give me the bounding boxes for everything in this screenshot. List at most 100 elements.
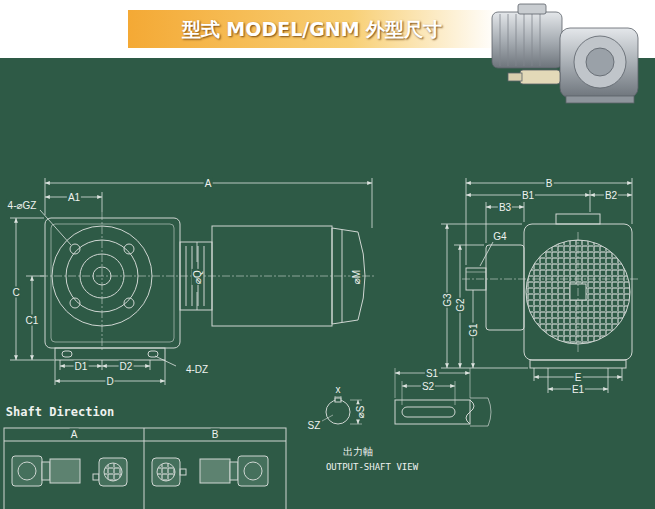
view-caption: 出力軸 — [342, 446, 374, 458]
product-photo-part — [508, 73, 522, 81]
shaft-direction-table — [4, 428, 286, 509]
side-dimension-lines — [441, 178, 632, 393]
side-dimension-lines-part — [454, 245, 484, 246]
dimension-label: G2 — [455, 297, 466, 312]
output-shaft-drawing-part — [335, 398, 341, 402]
product-photo-part — [574, 36, 626, 88]
dimension-label: A1 — [67, 192, 81, 203]
output-shaft-drawing-part — [470, 398, 491, 426]
shaft-direction-table-part — [157, 463, 175, 481]
gearbox-front-view-part — [186, 246, 187, 306]
diameter-label: ⌀S — [355, 405, 366, 420]
output-shaft-drawing-part — [350, 424, 362, 425]
gearbox-side-view-part — [462, 279, 640, 280]
table-cell: A — [70, 429, 79, 440]
dimension-label: G3 — [442, 292, 453, 307]
gearbox-side-view-part — [556, 214, 600, 224]
dimension-lines-part — [197, 242, 198, 262]
gearbox-front-view-part — [70, 244, 80, 254]
dimension-label: E — [574, 372, 583, 383]
output-shaft-drawing-part — [326, 400, 350, 424]
gearbox-front-view-part — [124, 298, 134, 308]
dimension-label: A — [204, 178, 213, 189]
diameter-label: ⌀Q — [192, 269, 203, 285]
table-cell: B — [211, 429, 220, 440]
side-dimension-lines-part — [466, 178, 467, 265]
side-dimension-lines-part — [480, 242, 493, 266]
dimension-label: x — [335, 384, 342, 395]
shaft-direction-table-part — [18, 462, 36, 480]
side-dimension-lines-part — [622, 368, 623, 381]
dimension-lines-part — [197, 292, 198, 310]
product-photo-part — [500, 14, 501, 66]
product-photo-part — [518, 4, 546, 14]
dimension-label: D2 — [119, 361, 134, 372]
shaft-direction-table-part — [93, 474, 99, 480]
dimension-lines-part — [150, 360, 151, 370]
product-photo-part — [532, 14, 533, 66]
gearbox-front-view-part — [40, 276, 376, 277]
output-shaft-drawing-part — [455, 381, 456, 405]
output-shaft-drawing-part — [470, 368, 471, 398]
output-shaft-drawing-part — [402, 407, 455, 417]
dimension-label: SZ — [307, 420, 322, 431]
page-ground-part — [0, 58, 655, 509]
output-shaft-drawing-part — [466, 400, 474, 424]
page-ground-part — [128, 10, 498, 48]
product-photo — [492, 4, 638, 103]
dimension-label: S1 — [425, 368, 439, 379]
output-shaft-drawing-part — [395, 368, 396, 398]
side-dimension-lines-part — [632, 178, 633, 224]
dimension-label: C1 — [25, 315, 40, 326]
dimension-label: G1 — [468, 322, 479, 337]
dimension-lines-part — [10, 218, 44, 219]
gearbox-side-view-part — [466, 272, 486, 273]
gearbox-front-view-part — [180, 242, 212, 310]
output-shaft-drawing-part — [395, 400, 470, 424]
gearbox-side-view-part — [486, 245, 524, 330]
shaft-direction-table-part — [4, 428, 286, 509]
output-shaft-drawing-part — [402, 381, 403, 405]
gearbox-front-view — [40, 212, 376, 360]
dimension-label: S2 — [421, 381, 435, 392]
side-dimension-lines-part — [524, 202, 525, 222]
gearbox-side-view — [462, 214, 640, 368]
side-dimension-lines-part — [486, 202, 487, 243]
gearbox-front-view-part — [45, 218, 180, 348]
gearbox-front-view-part — [148, 351, 158, 357]
side-dimension-lines-part — [590, 190, 591, 212]
shaft-direction-table-part — [180, 469, 186, 475]
shaft-direction-table-part — [152, 458, 180, 486]
hole-callout: 4-⌀GZ — [7, 200, 38, 211]
product-photo-part — [492, 12, 562, 68]
shaft-direction-table-part — [238, 456, 268, 486]
gearbox-front-view-part — [51, 224, 174, 342]
dimension-lines-part — [155, 356, 176, 366]
gearbox-side-view-part — [578, 232, 579, 352]
dimension-label: B1 — [521, 190, 535, 201]
gearbox-front-view-part — [70, 298, 80, 308]
gearbox-front-view-part — [212, 226, 332, 326]
gearbox-front-view-part — [204, 246, 205, 306]
gearbox-front-view-part — [124, 244, 134, 254]
shaft-direction-table-part — [12, 456, 42, 486]
dimension-lines-part — [60, 360, 61, 370]
dimension-lines-part — [102, 360, 103, 370]
shaft-direction-table-part — [144, 428, 145, 509]
dimension-lines-part — [372, 178, 373, 228]
dimension-label: C — [11, 287, 20, 298]
dimension-label: D1 — [74, 361, 89, 372]
side-dimension-lines-part — [441, 224, 522, 225]
view-caption: OUTPUT-SHAFT VIEW — [325, 462, 419, 473]
product-photo-part — [566, 96, 634, 103]
dimension-label: B — [545, 178, 554, 189]
section-heading: Shaft Direction — [5, 405, 115, 419]
output-shaft-drawing-part — [322, 415, 333, 421]
gearbox-front-view-part — [102, 212, 103, 352]
page-title: 型式 MODEL/GNM 外型尺寸 — [182, 18, 443, 40]
side-dimension-lines-part — [534, 368, 535, 381]
dimension-label: D — [105, 376, 114, 387]
gearbox-side-view-part — [524, 224, 632, 360]
